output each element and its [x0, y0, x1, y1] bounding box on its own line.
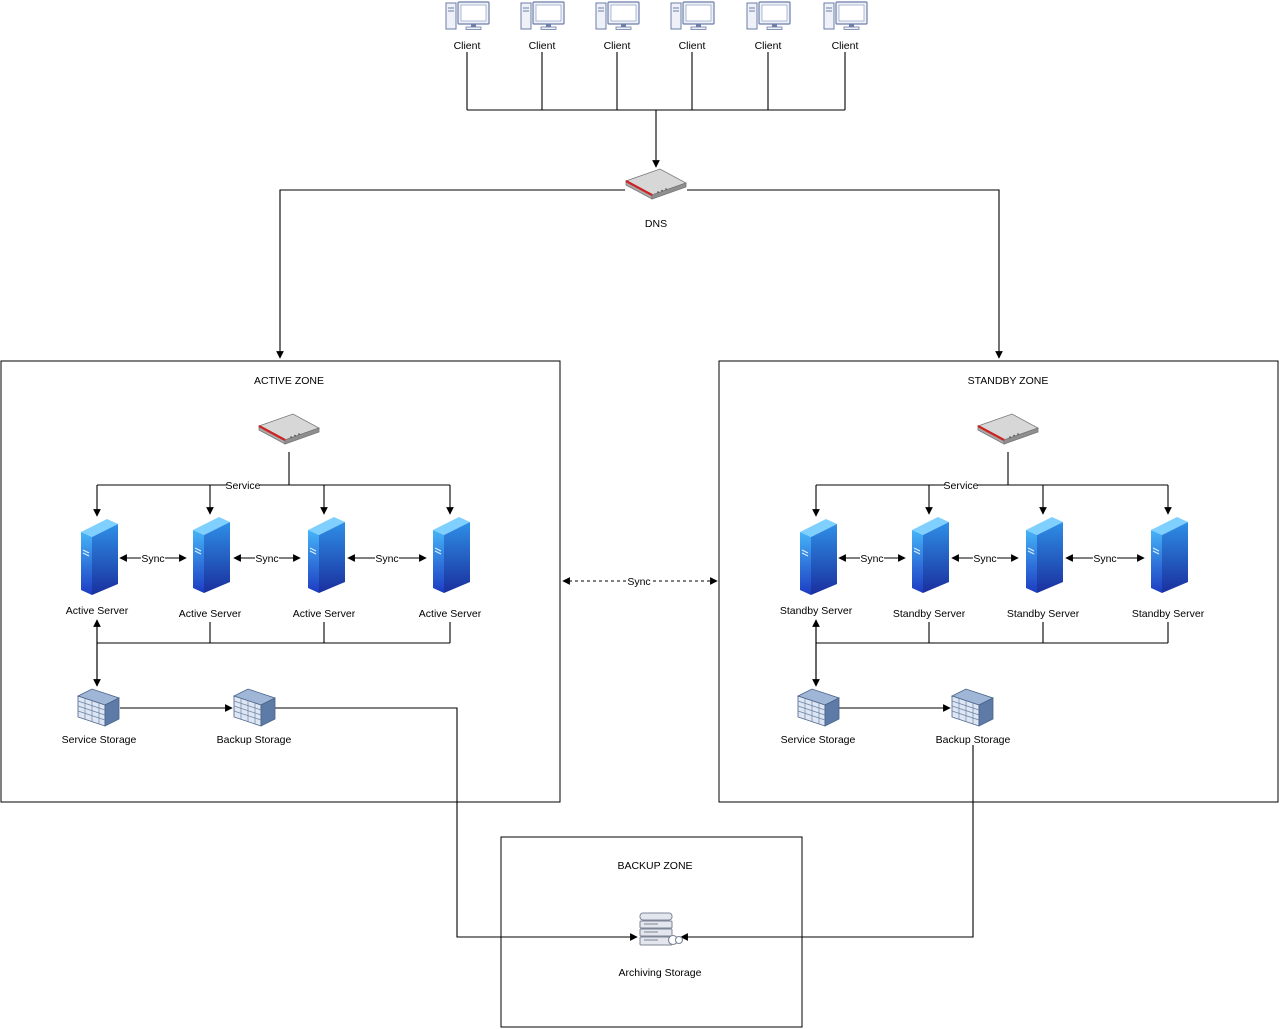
client-node-3[interactable]: Client — [595, 1, 640, 52]
zone-sync-label: Sync — [627, 576, 650, 588]
standby-sync-label: Sync — [860, 553, 883, 565]
standby-service-storage[interactable]: Service Storage — [781, 688, 856, 746]
server-tower-icon — [80, 518, 119, 596]
standby-server-label: Standby Server — [1132, 608, 1205, 620]
standby-service-connectors — [812, 452, 1172, 517]
standby-zone-frame — [718, 360, 1279, 803]
archive-server-icon — [639, 912, 684, 946]
active-service-storage-label: Service Storage — [62, 734, 137, 746]
client-label: Client — [529, 40, 556, 52]
standby-service-label: Service — [943, 480, 978, 492]
active-storage-connectors — [93, 619, 638, 941]
desktop-computer-icon — [746, 1, 791, 31]
standby-sync-label: Sync — [1093, 553, 1116, 565]
dns-connectors — [276, 189, 1003, 359]
active-server-1[interactable]: Active Server — [66, 518, 129, 617]
sync-label-bg — [141, 552, 165, 564]
archiving-storage-label: Archiving Storage — [619, 967, 702, 979]
active-backup-storage[interactable]: Backup Storage — [217, 688, 292, 746]
sync-label-bg — [375, 552, 399, 564]
standby-backup-storage[interactable]: Backup Storage — [936, 688, 1011, 746]
standby-storage-connectors — [680, 619, 1169, 941]
server-tower-icon — [911, 516, 950, 594]
standby-server-1[interactable]: Standby Server — [780, 518, 853, 617]
active-sync-label: Sync — [141, 553, 164, 565]
standby-service-storage-label: Service Storage — [781, 734, 856, 746]
standby-server-4[interactable]: Standby Server — [1132, 516, 1205, 620]
desktop-computer-icon — [520, 1, 565, 31]
client-node-6[interactable]: Client — [823, 1, 868, 52]
server-tower-icon — [432, 516, 471, 594]
active-server-label: Active Server — [179, 608, 242, 620]
router-icon — [976, 412, 1040, 446]
active-sync-label: Sync — [255, 553, 278, 565]
server-tower-icon — [1025, 516, 1064, 594]
active-sync-label: Sync — [375, 553, 398, 565]
sync-label-bg — [1093, 552, 1117, 564]
storage-rack-icon — [951, 688, 994, 727]
desktop-computer-icon — [595, 1, 640, 31]
server-tower-icon — [1150, 516, 1189, 594]
standby-server-3[interactable]: Standby Server — [1007, 516, 1080, 620]
backup-zone-title: BACKUP ZONE — [617, 860, 692, 872]
active-backup-storage-label: Backup Storage — [217, 734, 292, 746]
standby-sync-label: Sync — [973, 553, 996, 565]
sync-label-bg — [973, 552, 997, 564]
standby-service-label-bg — [945, 479, 978, 491]
archiving-storage[interactable]: Archiving Storage — [619, 912, 702, 979]
standby-zone-title: STANDBY ZONE — [968, 375, 1049, 387]
desktop-computer-icon — [445, 1, 490, 31]
server-tower-icon — [192, 516, 231, 594]
client-node-5[interactable]: Client — [746, 1, 791, 52]
client-label: Client — [454, 40, 481, 52]
client-label: Client — [604, 40, 631, 52]
active-service-label: Service — [225, 480, 260, 492]
client-label: Client — [755, 40, 782, 52]
backup-zone-frame — [500, 836, 803, 1028]
active-service-connectors — [93, 452, 454, 517]
desktop-computer-icon — [823, 1, 868, 31]
active-zone-title: ACTIVE ZONE — [254, 375, 324, 387]
sync-label-bg — [860, 552, 884, 564]
client-node-4[interactable]: Client — [670, 1, 715, 52]
standby-server-label: Standby Server — [1007, 608, 1080, 620]
standby-backup-storage-label: Backup Storage — [936, 734, 1011, 746]
active-service-storage[interactable]: Service Storage — [62, 688, 137, 746]
desktop-computer-icon — [670, 1, 715, 31]
active-service-label-bg — [227, 479, 260, 491]
sync-label-bg — [627, 575, 651, 587]
storage-rack-icon — [233, 688, 276, 727]
router-icon — [257, 412, 321, 446]
active-server-label: Active Server — [66, 605, 129, 617]
active-server-3[interactable]: Active Server — [293, 516, 356, 620]
standby-server-label: Standby Server — [893, 608, 966, 620]
client-label: Client — [679, 40, 706, 52]
active-zone-frame — [0, 360, 561, 803]
active-server-label: Active Server — [293, 608, 356, 620]
client-connectors — [466, 52, 846, 168]
active-load-balancer[interactable] — [257, 412, 321, 446]
dns-label: DNS — [645, 218, 667, 230]
client-node-1[interactable]: Client — [445, 1, 490, 52]
router-icon — [624, 167, 688, 201]
dns-node[interactable]: DNS — [624, 167, 688, 230]
sync-label-bg — [255, 552, 279, 564]
server-tower-icon — [307, 516, 346, 594]
client-label: Client — [832, 40, 859, 52]
standby-load-balancer[interactable] — [976, 412, 1040, 446]
storage-rack-icon — [77, 688, 120, 727]
active-server-label: Active Server — [419, 608, 482, 620]
standby-server-label: Standby Server — [780, 605, 853, 617]
client-node-2[interactable]: Client — [520, 1, 565, 52]
active-server-2[interactable]: Active Server — [179, 516, 242, 620]
server-tower-icon — [799, 518, 838, 596]
storage-rack-icon — [797, 688, 840, 727]
standby-server-2[interactable]: Standby Server — [893, 516, 966, 620]
active-server-4[interactable]: Active Server — [419, 516, 482, 620]
